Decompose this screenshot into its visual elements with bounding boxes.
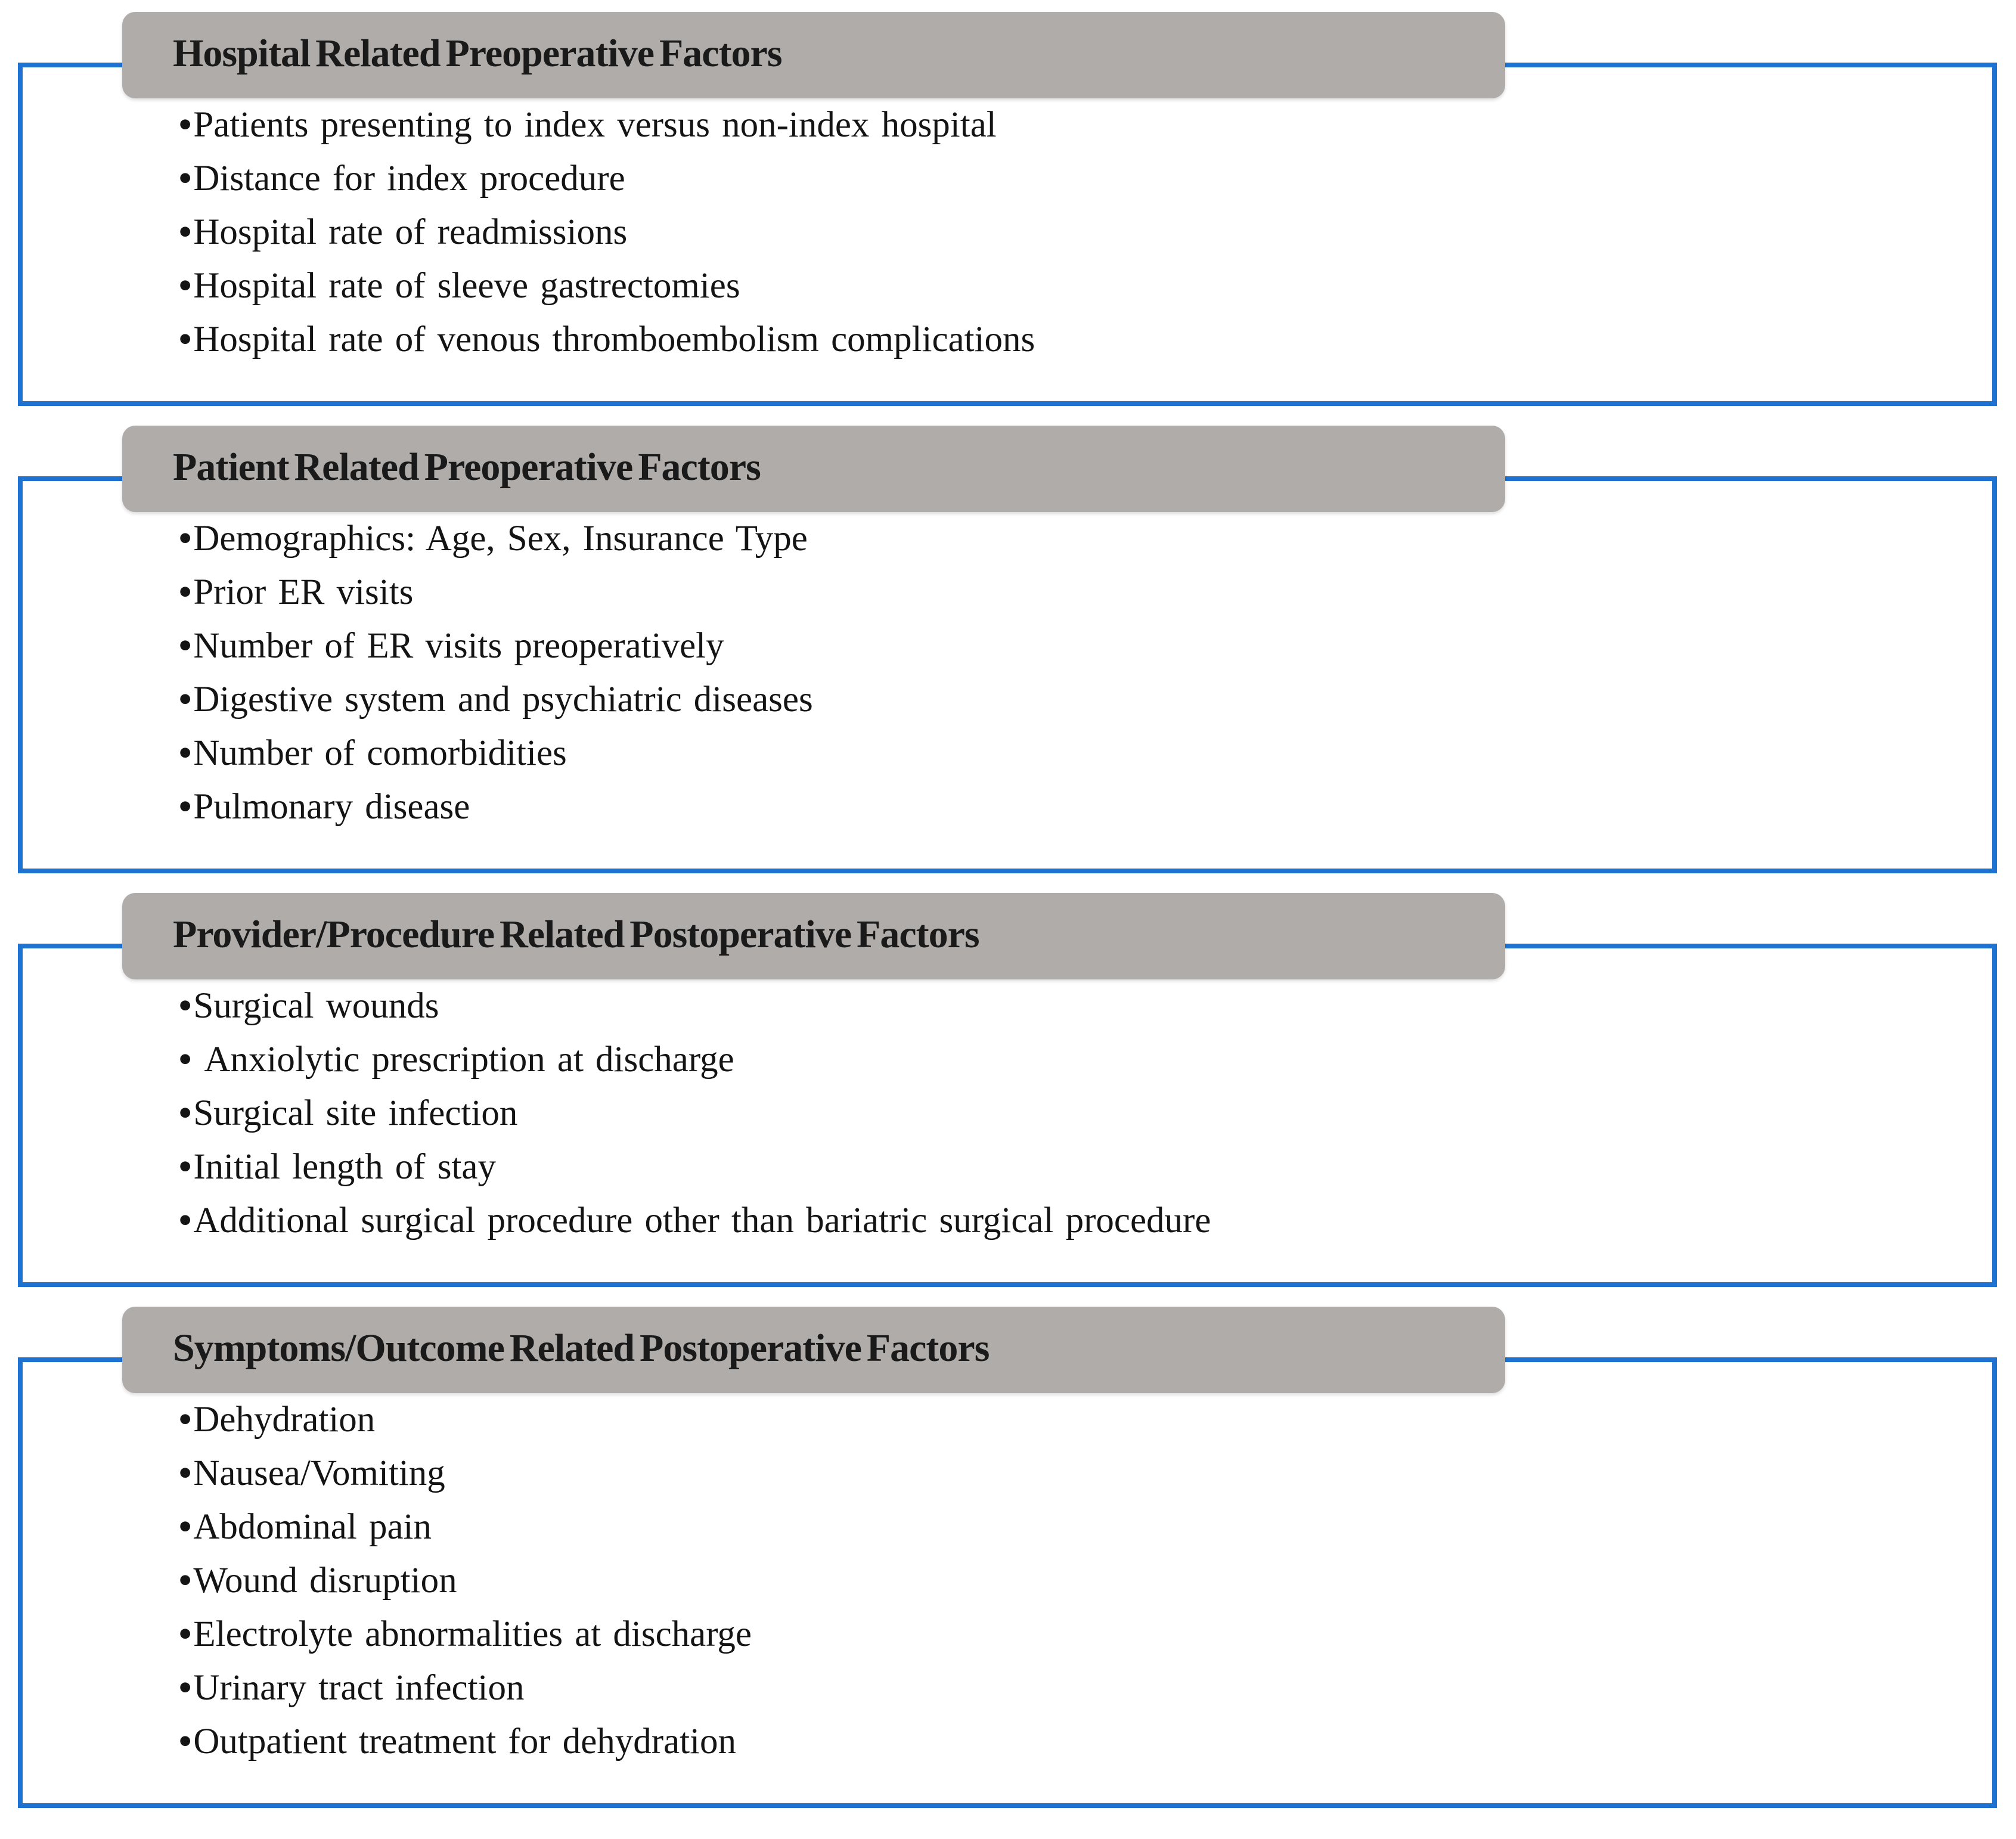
factor-text: Surgical wounds	[193, 986, 439, 1026]
bullet-icon: •	[178, 101, 193, 148]
bullet-icon: •	[178, 1143, 193, 1190]
section-box: •Demographics: Age, Sex, Insurance Type …	[18, 476, 1997, 873]
factor-list: •Demographics: Age, Sex, Insurance Type …	[178, 512, 1968, 834]
factor-text: Pulmonary disease	[193, 787, 470, 827]
factor-text: Hospital rate of venous thromboembolism …	[193, 320, 1035, 359]
bullet-icon: •	[178, 316, 193, 362]
bullet-icon: •	[178, 1090, 193, 1136]
factor-item: •Outpatient treatment for dehydration	[178, 1715, 1968, 1769]
section-box: •Dehydration •Nausea/Vomiting •Abdominal…	[18, 1357, 1997, 1808]
factor-item: •Additional surgical procedure other tha…	[178, 1194, 1968, 1248]
factor-item: •Nausea/Vomiting	[178, 1447, 1968, 1500]
section-title: Symptoms/Outcome Related Postoperative F…	[173, 1326, 990, 1370]
factor-item: •Demographics: Age, Sex, Insurance Type	[178, 512, 1968, 566]
factor-item: •Prior ER visits	[178, 566, 1968, 619]
bullet-icon: •	[178, 622, 193, 669]
factor-list: •Surgical wounds •Anxiolytic prescriptio…	[178, 979, 1968, 1248]
factor-text: Prior ER visits	[193, 572, 414, 612]
bullet-icon: •	[178, 1197, 193, 1243]
section-title: Patient Related Preoperative Factors	[173, 445, 761, 489]
factor-item: •Number of comorbidities	[178, 727, 1968, 780]
section-box: •Surgical wounds •Anxiolytic prescriptio…	[18, 944, 1997, 1287]
factor-item: •Distance for index procedure	[178, 152, 1968, 206]
factor-list: •Patients presenting to index versus non…	[178, 98, 1968, 367]
factor-text: Hospital rate of sleeve gastrectomies	[193, 266, 740, 306]
section-header: Symptoms/Outcome Related Postoperative F…	[122, 1307, 1505, 1393]
bullet-icon: •	[178, 1036, 193, 1083]
bullet-icon: •	[178, 982, 193, 1029]
section-header: Patient Related Preoperative Factors	[122, 426, 1505, 512]
section-symptoms-postop: Symptoms/Outcome Related Postoperative F…	[18, 1307, 1997, 1808]
factor-item: •Electrolyte abnormalities at discharge	[178, 1608, 1968, 1661]
factor-item: •Surgical site infection	[178, 1087, 1968, 1140]
factor-list: •Dehydration •Nausea/Vomiting •Abdominal…	[178, 1393, 1968, 1769]
factor-item: •Pulmonary disease	[178, 780, 1968, 834]
bullet-icon: •	[178, 1611, 193, 1657]
bullet-icon: •	[178, 515, 193, 562]
bullet-icon: •	[178, 262, 193, 309]
factor-item: •Dehydration	[178, 1393, 1968, 1447]
bullet-icon: •	[178, 1396, 193, 1443]
factor-text: Digestive system and psychiatric disease…	[193, 680, 813, 720]
factor-text: Number of ER visits preoperatively	[193, 626, 724, 666]
factor-item: •Wound disruption	[178, 1554, 1968, 1608]
factor-item: •Patients presenting to index versus non…	[178, 98, 1968, 152]
factor-text: Initial length of stay	[193, 1147, 496, 1187]
bullet-icon: •	[178, 1503, 193, 1550]
bullet-icon: •	[178, 209, 193, 255]
factor-text: Outpatient treatment for dehydration	[193, 1722, 737, 1762]
factor-text: Dehydration	[193, 1400, 376, 1440]
factor-item: •Hospital rate of readmissions	[178, 206, 1968, 259]
factor-text: Number of comorbidities	[193, 733, 567, 773]
factor-text: Demographics: Age, Sex, Insurance Type	[193, 519, 808, 559]
factor-item: •Hospital rate of sleeve gastrectomies	[178, 259, 1968, 313]
factor-text: Urinary tract infection	[193, 1668, 525, 1708]
factor-item: •Initial length of stay	[178, 1140, 1968, 1194]
bullet-icon: •	[178, 730, 193, 776]
section-box: •Patients presenting to index versus non…	[18, 63, 1997, 406]
section-patient-preop: Patient Related Preoperative Factors •De…	[18, 426, 1997, 873]
factor-text: Nausea/Vomiting	[193, 1453, 445, 1493]
factor-item: •Abdominal pain	[178, 1500, 1968, 1554]
factor-text: Electrolyte abnormalities at discharge	[193, 1614, 752, 1654]
bullet-icon: •	[178, 1450, 193, 1496]
factor-item: •Hospital rate of venous thromboembolism…	[178, 313, 1968, 367]
factor-item: •Digestive system and psychiatric diseas…	[178, 673, 1968, 727]
factor-item: •Urinary tract infection	[178, 1661, 1968, 1715]
section-hospital-preop: Hospital Related Preoperative Factors •P…	[18, 12, 1997, 406]
section-provider-postop: Provider/Procedure Related Postoperative…	[18, 893, 1997, 1287]
factor-text: Wound disruption	[193, 1561, 457, 1601]
factor-item: •Surgical wounds	[178, 979, 1968, 1033]
bullet-icon: •	[178, 1718, 193, 1764]
bullet-icon: •	[178, 569, 193, 615]
factor-text: Abdominal pain	[193, 1507, 432, 1547]
factor-text: Distance for index procedure	[193, 159, 625, 199]
factor-text: Surgical site infection	[193, 1093, 518, 1133]
factor-item: •Number of ER visits preoperatively	[178, 619, 1968, 673]
bullet-icon: •	[178, 1664, 193, 1711]
section-title: Hospital Related Preoperative Factors	[173, 31, 783, 75]
bullet-icon: •	[178, 783, 193, 830]
factor-text: Hospital rate of readmissions	[193, 212, 628, 252]
bullet-icon: •	[178, 676, 193, 722]
section-header: Provider/Procedure Related Postoperative…	[122, 893, 1505, 979]
section-title: Provider/Procedure Related Postoperative…	[173, 912, 980, 956]
section-header: Hospital Related Preoperative Factors	[122, 12, 1505, 98]
factor-text: Patients presenting to index versus non-…	[193, 105, 997, 145]
factor-text: Additional surgical procedure other than…	[193, 1201, 1211, 1241]
factor-item: • Anxiolytic prescription at discharge	[178, 1033, 1968, 1087]
bullet-icon: •	[178, 1557, 193, 1604]
factor-text: Anxiolytic prescription at discharge	[204, 1040, 734, 1080]
bullet-icon: •	[178, 155, 193, 201]
